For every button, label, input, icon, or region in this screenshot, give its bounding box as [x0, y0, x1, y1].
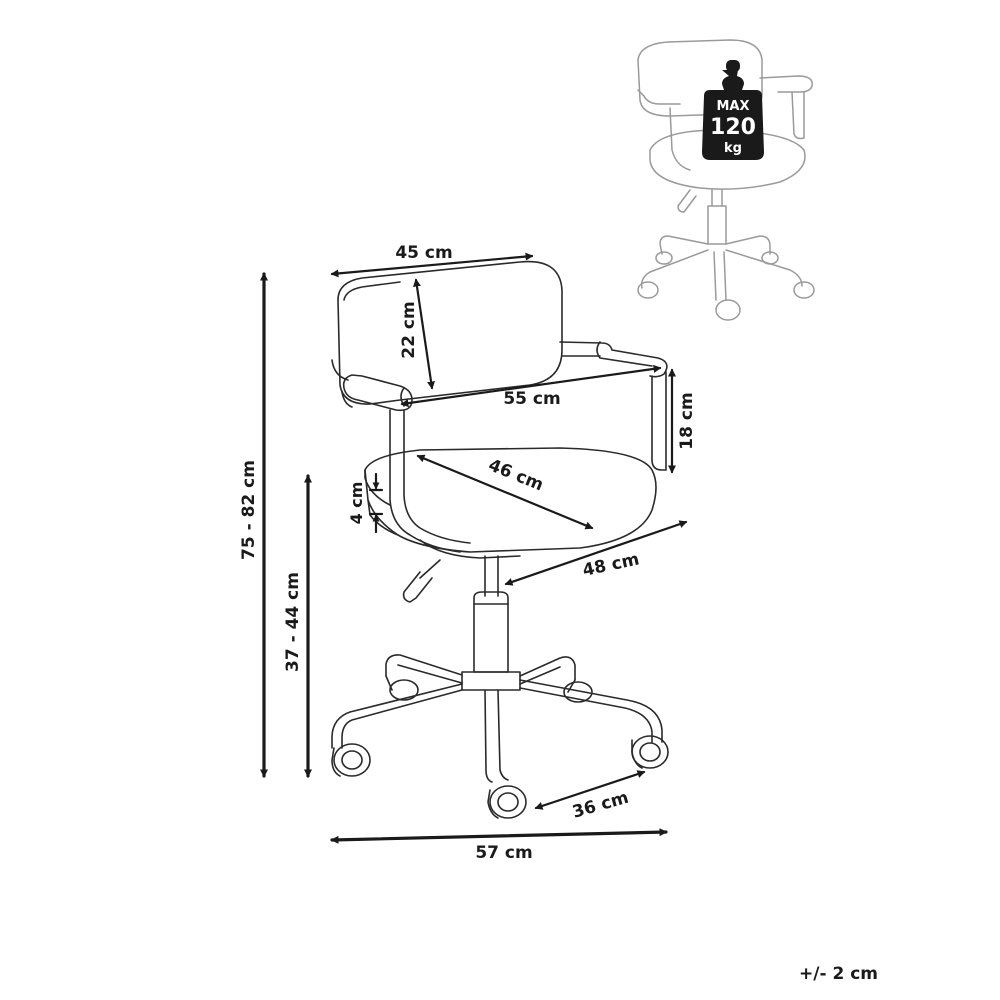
weight-badge-unit: kg	[724, 141, 742, 156]
dim-label-total-height: 75 - 82 cm	[239, 460, 259, 560]
dim-label-seat-thickness: 4 cm	[347, 482, 366, 525]
max-weight-badge: MAX 120 kg	[702, 60, 764, 160]
dim-label-backrest-width: 45 cm	[395, 243, 452, 263]
weight-icon	[702, 70, 764, 160]
chair-casters	[331, 675, 669, 819]
chair-base-legs	[331, 654, 663, 783]
chair-main-drawing	[331, 260, 669, 819]
chair-gas-cylinder	[484, 555, 499, 597]
dim-label-backrest-height: 22 cm	[399, 301, 419, 358]
dim-label-armrest-height: 18 cm	[677, 392, 697, 449]
dim-line-seat-depth	[416, 454, 594, 530]
weight-badge-value: 120	[710, 115, 756, 140]
dim-label-base-width: 57 cm	[475, 843, 532, 863]
dim-label-seat-depth: 46 cm	[486, 455, 547, 495]
dim-line-backrest-width	[330, 252, 534, 278]
chair-backrest	[337, 260, 563, 405]
dim-line-seat-width	[504, 520, 688, 586]
dim-line-base-width	[330, 828, 668, 844]
dim-line-armrest-span	[400, 364, 662, 408]
chair-thumbnail: MAX 120 kg	[637, 39, 815, 321]
weight-badge-max: MAX	[716, 99, 749, 114]
tolerance-note: +/- 2 cm	[799, 964, 878, 984]
dim-label-seat-height: 37 - 44 cm	[283, 572, 303, 672]
dim-line-leg-length	[534, 770, 646, 810]
dim-label-armrest-span: 55 cm	[503, 389, 560, 409]
